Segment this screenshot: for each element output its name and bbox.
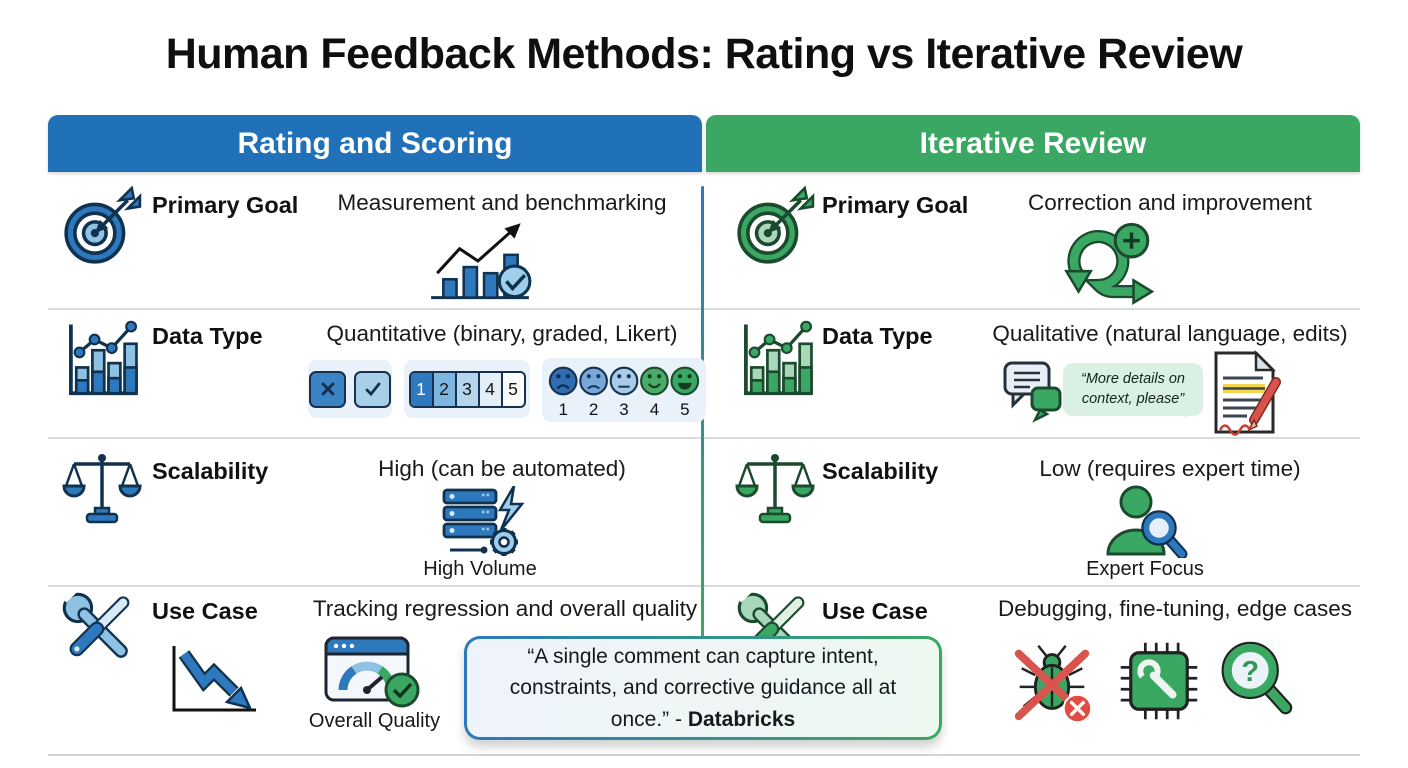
value-primary-goal-right: Correction and improvement bbox=[1028, 190, 1312, 215]
row-divider bbox=[48, 308, 1360, 310]
document-edit-icon bbox=[1206, 348, 1286, 438]
gauge-check-icon bbox=[320, 634, 428, 710]
value-scalability-left: High (can be automated) bbox=[378, 456, 626, 481]
value-use-case-left: Tracking regression and overall quality bbox=[312, 596, 698, 621]
chat-bubbles-icon bbox=[1000, 356, 1070, 426]
column-header-iterative-label: Iterative Review bbox=[919, 126, 1147, 160]
row-label-use-case-right: Use Case bbox=[822, 598, 928, 624]
emoji-number: 5 bbox=[680, 400, 690, 419]
column-header-rating-label: Rating and Scoring bbox=[237, 126, 513, 160]
row-label-primary-goal-left: Primary Goal bbox=[152, 192, 299, 218]
scales-icon bbox=[62, 448, 142, 528]
iteration-loop-plus-icon bbox=[1048, 214, 1160, 306]
chip-wrench-icon bbox=[1118, 640, 1200, 722]
emoji-scale-numbers: 1 2 3 4 5 bbox=[548, 400, 700, 420]
binary-rating-group bbox=[308, 360, 392, 418]
value-primary-goal-left: Measurement and benchmarking bbox=[337, 190, 667, 215]
emoji-faces-icon bbox=[548, 366, 700, 396]
bar-chart-rising-check-icon bbox=[425, 220, 537, 306]
caption-expert-focus: Expert Focus bbox=[1086, 558, 1204, 580]
value-use-case-right: Debugging, fine-tuning, edge cases bbox=[997, 596, 1352, 621]
likert-scale-group: 1 2 3 4 5 bbox=[404, 360, 530, 418]
value-data-type-left: Quantitative (binary, graded, Likert) bbox=[326, 321, 678, 346]
target-icon bbox=[60, 186, 142, 268]
likert-cell: 5 bbox=[502, 372, 524, 406]
row-label-primary-goal-right: Primary Goal bbox=[822, 192, 969, 218]
emoji-number: 3 bbox=[619, 400, 629, 419]
likert-cell: 3 bbox=[456, 372, 480, 406]
column-header-rating: Rating and Scoring bbox=[48, 115, 702, 172]
quote-box-inner: “A single comment can capture intent, co… bbox=[467, 639, 939, 737]
likert-cell: 4 bbox=[479, 372, 503, 406]
binary-yes-icon bbox=[354, 370, 391, 408]
tools-icon bbox=[58, 588, 142, 672]
emoji-number: 4 bbox=[649, 400, 660, 419]
server-gear-lightning-icon bbox=[430, 486, 530, 558]
quote-body: “A single comment can capture intent, co… bbox=[509, 644, 897, 731]
value-scalability-right: Low (requires expert time) bbox=[1039, 456, 1301, 481]
speech-bubble-quote: “More details on context, please” bbox=[1081, 371, 1185, 407]
speech-bubble: “More details on context, please” bbox=[1063, 363, 1203, 419]
likert-cell: 1 bbox=[410, 372, 434, 406]
row-divider bbox=[48, 585, 1360, 587]
row-divider bbox=[48, 437, 1360, 439]
page-title: Human Feedback Methods: Rating vs Iterat… bbox=[165, 30, 1243, 78]
row-label-data-type-right: Data Type bbox=[822, 323, 933, 349]
quote-attribution: Databricks bbox=[687, 707, 796, 731]
caption-overall-quality: Overall Quality bbox=[308, 710, 441, 732]
svg-text:?: ? bbox=[1241, 656, 1259, 688]
quote-text: “A single comment can capture intent, co… bbox=[491, 641, 915, 736]
column-header-iterative: Iterative Review bbox=[706, 115, 1360, 172]
person-magnifier-icon bbox=[1098, 484, 1193, 558]
emoji-scale-group: 1 2 3 4 5 bbox=[542, 358, 706, 422]
bar-chart-trend-icon bbox=[58, 318, 144, 404]
row-label-data-type-left: Data Type bbox=[152, 323, 263, 349]
emoji-number: 1 bbox=[558, 400, 568, 419]
row-label-use-case-left: Use Case bbox=[152, 598, 258, 624]
bug-crossed-icon bbox=[1005, 636, 1099, 728]
likert-cell: 2 bbox=[433, 372, 457, 406]
row-label-scalability-left: Scalability bbox=[152, 458, 269, 484]
decline-arrow-chart-icon bbox=[162, 638, 262, 718]
emoji-number: 2 bbox=[588, 400, 599, 419]
bottom-divider bbox=[48, 754, 1360, 756]
quote-box: “A single comment can capture intent, co… bbox=[464, 636, 942, 740]
likert-scale: 1 2 3 4 5 bbox=[408, 370, 526, 408]
target-icon bbox=[733, 186, 815, 268]
magnifier-question-icon: ? bbox=[1212, 636, 1298, 722]
value-data-type-right: Qualitative (natural language, edits) bbox=[992, 321, 1348, 346]
binary-no-icon bbox=[309, 370, 346, 408]
bar-chart-trend-icon bbox=[733, 318, 819, 404]
scales-icon bbox=[735, 448, 815, 528]
row-label-scalability-right: Scalability bbox=[822, 458, 939, 484]
caption-high-volume: High Volume bbox=[423, 558, 537, 580]
